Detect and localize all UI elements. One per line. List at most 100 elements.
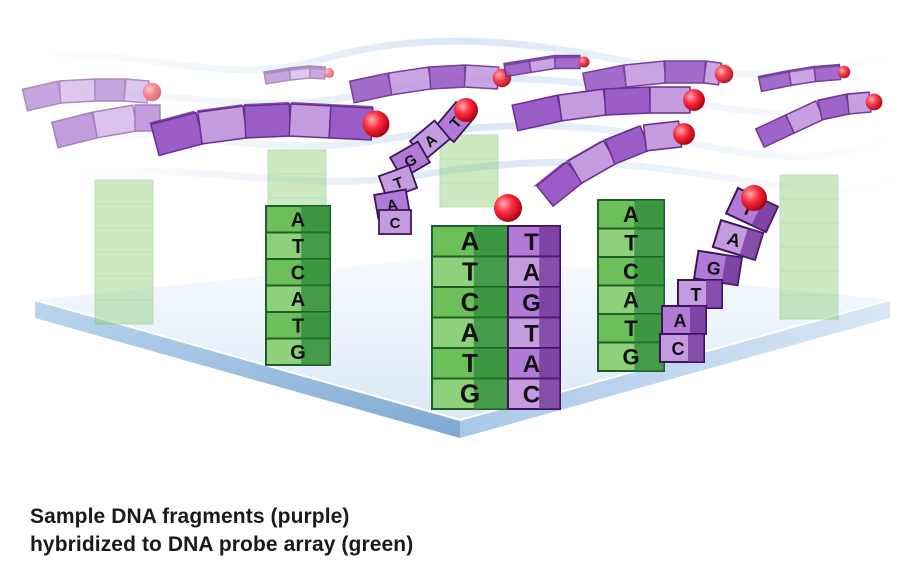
fragment-far-8 bbox=[148, 102, 390, 157]
label-tag bbox=[578, 56, 590, 68]
label-tag bbox=[865, 93, 883, 111]
fragment-segment bbox=[288, 65, 312, 81]
fragment-base-label: C bbox=[390, 215, 401, 232]
fragment-segment-side bbox=[95, 79, 125, 80]
fragment-cell-group: C bbox=[659, 333, 705, 363]
fragment-base-label: A bbox=[523, 259, 540, 286]
label-tag bbox=[673, 123, 695, 145]
probe-cell-shade bbox=[473, 348, 508, 379]
fragment-segment-side bbox=[581, 65, 623, 74]
fragment-segment bbox=[664, 60, 706, 84]
fragment-base-label: T bbox=[691, 285, 702, 305]
probe-base-label: T bbox=[462, 348, 478, 378]
probe-base-label: A bbox=[461, 226, 480, 256]
probe-base-label: A bbox=[291, 210, 305, 232]
fragment-base-label: T bbox=[524, 320, 539, 347]
fragment-segment-side bbox=[243, 102, 290, 107]
ghost-cell bbox=[439, 182, 499, 208]
probe-base-label: T bbox=[624, 316, 638, 341]
ghost-cell bbox=[94, 203, 154, 229]
fragment-segment-side bbox=[125, 79, 150, 82]
background-probe-columns bbox=[94, 134, 839, 325]
fragment-cell-shade bbox=[688, 334, 704, 362]
probe-cell-shade bbox=[301, 232, 330, 259]
fragment-segment bbox=[817, 93, 851, 121]
ghost-cell bbox=[779, 270, 839, 296]
fragment-segment-side bbox=[565, 140, 604, 162]
fragment-segment-side bbox=[510, 94, 558, 106]
label-tag bbox=[837, 65, 851, 79]
fragment-segment-side bbox=[59, 79, 95, 82]
probe-base-label: G bbox=[290, 342, 306, 364]
fragment-cell-shade bbox=[539, 287, 560, 318]
probe-cell-shade bbox=[473, 378, 508, 409]
bound-sample-fragments: TAGTACTAGTACTAGTAC bbox=[373, 98, 780, 410]
fragment-base-label: C bbox=[523, 381, 540, 408]
fragment-base-label: A bbox=[674, 311, 687, 331]
fragment-segment-side bbox=[310, 66, 326, 71]
fragment-segment-side bbox=[348, 73, 388, 82]
fragment-segment bbox=[387, 66, 433, 96]
ghost-cell bbox=[94, 275, 154, 301]
fragment-segment bbox=[603, 86, 652, 116]
fragment-cell-shade bbox=[539, 256, 560, 287]
fragment-segment-side bbox=[757, 70, 789, 79]
fragment-segment-side bbox=[665, 61, 705, 62]
fragment-cell-shade bbox=[539, 317, 560, 348]
fragment-segment-side bbox=[289, 66, 310, 72]
fragment-base-label: G bbox=[522, 290, 541, 317]
probe-base-label: T bbox=[292, 236, 304, 258]
fragment-segment-side bbox=[263, 68, 290, 76]
ghost-column-3 bbox=[439, 134, 499, 208]
probe-base-label: G bbox=[622, 345, 639, 370]
fragment-segment-side bbox=[387, 67, 429, 74]
ghost-cell bbox=[94, 251, 154, 277]
probe-cell-shade bbox=[473, 287, 508, 318]
fragment-far-7 bbox=[50, 104, 161, 149]
fragment-segment-side bbox=[753, 114, 786, 131]
fragment-segment-side bbox=[602, 125, 641, 140]
probe-base-label: A bbox=[623, 288, 639, 313]
fragment-far-3 bbox=[348, 64, 512, 104]
fragment-segment bbox=[197, 105, 248, 145]
probe-cell-shade bbox=[473, 226, 508, 257]
fragment-base-label: A bbox=[725, 228, 743, 251]
fragment-cell-shade bbox=[739, 228, 764, 260]
fragment-segment-side bbox=[290, 102, 332, 107]
fragment-cell-shade bbox=[539, 378, 560, 409]
probe-base-label: G bbox=[460, 378, 480, 408]
ghost-cell bbox=[779, 294, 839, 320]
ghost-cell bbox=[779, 198, 839, 224]
fragment-segment-side bbox=[783, 100, 816, 117]
fragment-segment-side bbox=[196, 104, 243, 113]
fragment-cell-shade bbox=[706, 280, 722, 308]
fragment-segment-side bbox=[650, 86, 690, 87]
fragment-segment bbox=[243, 103, 292, 139]
fragment-far-4 bbox=[503, 54, 590, 78]
probe-base-label: A bbox=[461, 317, 480, 347]
probe-base-label: A bbox=[623, 202, 639, 227]
fragment-segment bbox=[348, 72, 394, 104]
probe-base-label: T bbox=[624, 231, 638, 256]
fragment-far-2 bbox=[263, 65, 335, 85]
fragment-far-11 bbox=[532, 120, 695, 208]
fragment-cell-group: A bbox=[661, 305, 707, 335]
ghost-cell bbox=[779, 174, 839, 200]
ghost-column-4 bbox=[779, 174, 839, 320]
fragment-segment bbox=[623, 60, 667, 88]
fragment-cell bbox=[378, 209, 412, 235]
fragment-far-1 bbox=[21, 78, 162, 112]
fragment-segment bbox=[288, 103, 332, 139]
label-tag bbox=[714, 64, 734, 84]
fragment-segment-side bbox=[91, 104, 133, 113]
probe-cell-shade bbox=[301, 259, 330, 286]
fragment-far-6 bbox=[757, 63, 851, 93]
ghost-column-1 bbox=[94, 179, 154, 325]
fragment-segment-side bbox=[816, 94, 846, 102]
